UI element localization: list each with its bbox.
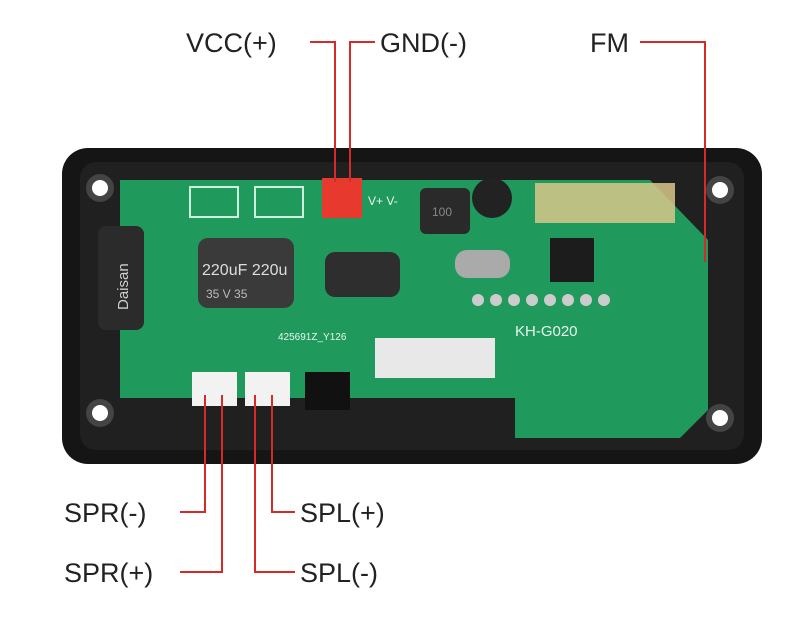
capacitor-text: 220uF 220u — [202, 262, 287, 279]
board-model: KH-G020 — [515, 323, 578, 340]
wire-spr-pos — [180, 395, 223, 573]
label-spr-pos: SPR(+) — [64, 558, 153, 588]
wire-spr-neg — [180, 395, 206, 513]
inductor — [420, 188, 470, 234]
inductor-label: 100 — [432, 205, 452, 219]
label-gnd: GND(-) — [380, 28, 467, 58]
capacitor-mid — [325, 252, 400, 297]
wire-vcc — [310, 41, 336, 182]
label-spr-neg: SPR(-) — [64, 498, 147, 528]
pin-header — [472, 294, 610, 306]
ribbon-connector — [375, 338, 495, 378]
label-spl-pos: SPL(+) — [300, 498, 385, 528]
connector-left-1 — [189, 186, 239, 218]
wire-gnd — [349, 41, 375, 182]
capacitor-small — [472, 178, 512, 218]
board-serial: 425691Z_Y126 — [278, 332, 347, 343]
wire-fm — [640, 41, 706, 262]
speaker-connector-left — [245, 372, 290, 406]
crystal — [455, 250, 510, 278]
bluetooth-chip — [550, 238, 594, 282]
capacitor-voltage: 35 V 35 — [206, 287, 248, 301]
mounting-holes — [86, 174, 734, 432]
antenna — [535, 183, 675, 223]
capacitor-daisan — [98, 226, 144, 330]
power-marks: V+ V- — [368, 194, 398, 208]
wire-spl-pos — [271, 395, 295, 513]
power-connector — [322, 178, 362, 218]
speaker-connector-right — [192, 372, 237, 406]
capacitor-220uf — [198, 238, 294, 308]
label-spl-neg: SPL(-) — [300, 558, 378, 588]
connector-left-2 — [254, 186, 304, 218]
capacitor-brand: Daisan — [115, 263, 132, 310]
ir-sensor — [305, 372, 350, 410]
wire-spl-neg — [254, 395, 295, 573]
label-fm: FM — [590, 28, 629, 58]
label-vcc: VCC(+) — [186, 28, 277, 58]
